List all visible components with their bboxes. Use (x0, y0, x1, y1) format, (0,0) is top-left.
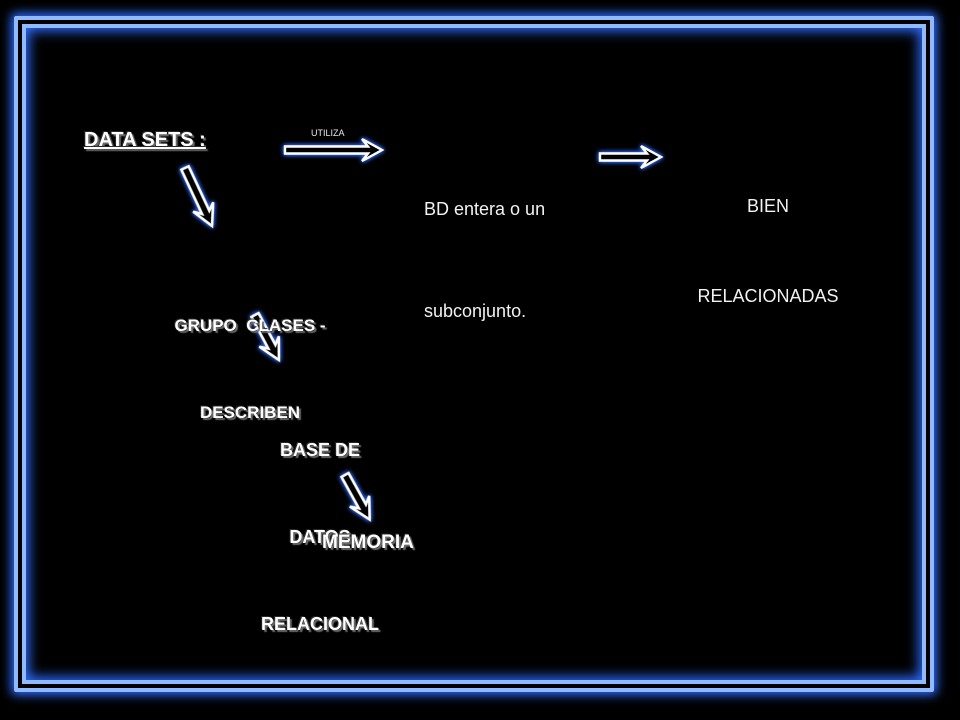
node-bd-entera-line-1: BD entera o un (424, 199, 546, 219)
node-bien-line-1: BIEN (746, 196, 789, 216)
node-grupo-line-2: DESCRIBEN (199, 403, 301, 422)
node-base-line-1: BASE DE (279, 440, 360, 460)
node-base-line-2: DATOS (289, 527, 351, 547)
node-grupo-line-1: GRUPO CLASES - (174, 316, 326, 335)
node-bien-line-2: RELACIONADAS (697, 286, 839, 306)
node-bd-entera-line-2: subconjunto. (424, 301, 527, 321)
node-bien-relacionadas: BIEN RELACIONADAS (678, 131, 858, 371)
node-memoria: MEMORIA (322, 532, 414, 553)
node-grupo-clases: GRUPO CLASES - DESCRIBEN (140, 253, 360, 485)
edge-label-utiliza: UTILIZA (311, 128, 345, 138)
node-base-datos: BASE DE DATOS RELACIONAL (240, 378, 400, 697)
node-bd-entera: BD entera o un subconjunto. (424, 124, 545, 396)
glowing-frame (14, 16, 934, 692)
node-data-sets: DATA SETS : (84, 129, 206, 151)
node-base-line-3: RELACIONAL (261, 614, 379, 634)
